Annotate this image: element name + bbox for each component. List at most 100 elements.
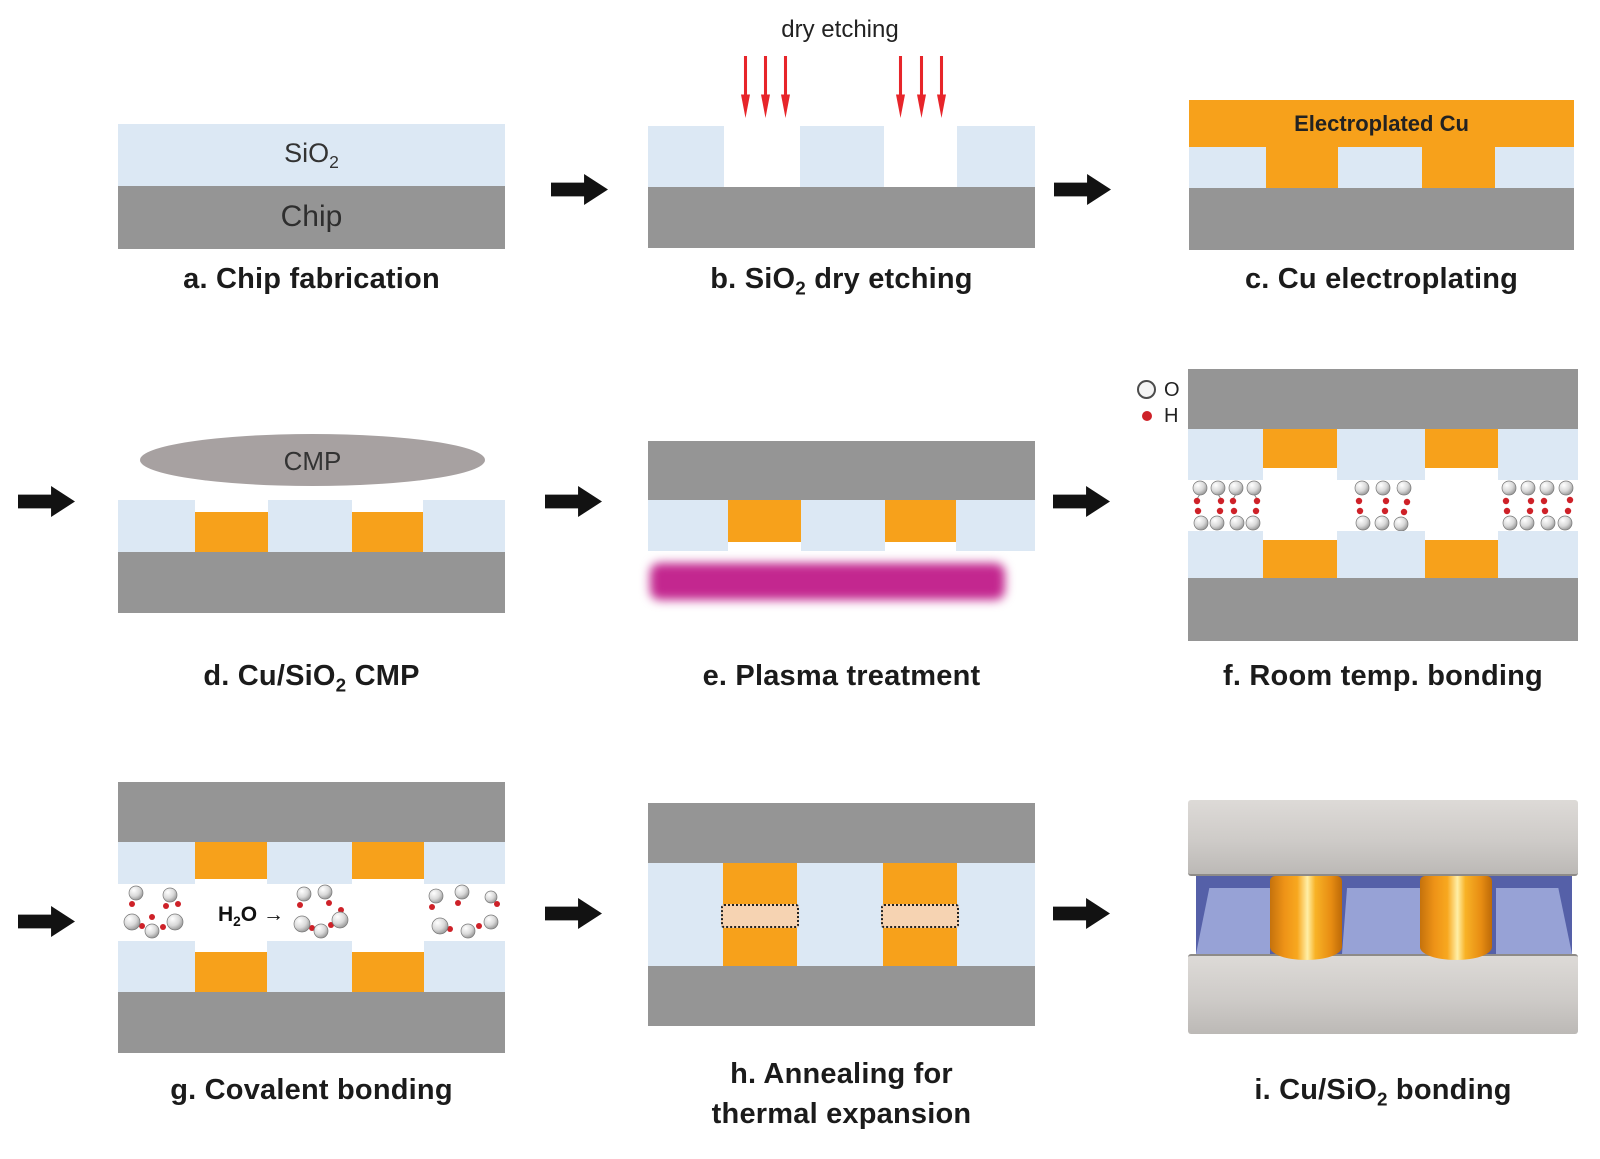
chip-layer [118,552,505,613]
panel-b-caption: b. SiO2 dry etching [710,263,973,299]
flow-arrow-icon [1054,174,1111,205]
bond-interface-box [721,904,799,928]
sio2-block [648,126,724,187]
cu-cylinder-3d [1270,876,1342,960]
sio2-front-face-3d [1342,888,1426,954]
legend-hydrogen-icon [1142,411,1152,421]
cu-pad [352,512,423,552]
etch-arrow-icon [917,56,926,118]
plasma-glow [650,563,1005,600]
sio2-block [1498,429,1578,480]
sio2-block [118,941,195,992]
h2o-arrow-icon: → [262,903,284,926]
panel-d-caption: d. Cu/SiO2 CMP [203,660,420,696]
chip-label: Chip [280,200,343,233]
panel-h-caption-line1: h. Annealing for [730,1058,953,1090]
chip-layer [118,186,505,249]
sio2-block [1188,429,1263,480]
cu-pad [352,952,424,992]
sio2-block [1189,147,1266,188]
sio2-layer [648,500,1035,551]
chip-layer [648,187,1035,248]
cmp-dishing-recess [885,542,956,551]
chip-layer [1188,578,1578,641]
legend-oxygen-label: O [1164,379,1180,401]
bond-interface-box [881,904,959,928]
sio2-block [1495,147,1574,188]
oh-groups-icon [1354,480,1412,532]
etch-arrow-icon [937,56,946,118]
flow-arrow-icon [18,906,75,937]
chip-layer [118,782,505,842]
cmp-dishing-recess [728,542,801,551]
legend-oxygen-icon [1137,380,1156,399]
panel-a-caption: a. Chip fabrication [183,263,440,295]
cu-pad [195,842,267,879]
cmp-label: CMP [283,446,342,476]
flow-arrow-icon [545,486,602,517]
electroplated-cu-label: Electroplated Cu [1294,111,1469,136]
etch-arrow-icon [896,56,905,118]
sio2-block [800,126,884,187]
sio2-block [267,941,352,992]
sio2-block [424,842,505,884]
legend-hydrogen-label: H [1164,405,1179,427]
cmp-pad-ellipse [140,434,485,486]
chip-layer [118,992,505,1053]
panel-g-caption: g. Covalent bonding [170,1074,453,1106]
chip-layer [648,803,1035,863]
cu-pad [195,952,267,992]
panel-e-caption: e. Plasma treatment [702,660,981,692]
flow-arrow-icon [1053,898,1110,929]
cu-pad [1263,429,1337,468]
panel-h-caption-line2: thermal expansion [711,1098,972,1130]
oh-groups-icon [1192,480,1262,531]
flow-arrow-icon [1053,486,1110,517]
cu-pad [728,500,801,542]
sio2-block [1337,429,1425,480]
flow-arrow-icon [18,486,75,517]
sio2-front-face-3d [1496,888,1572,954]
cu-plug [1266,147,1338,188]
substrate-slab-3d [1188,800,1578,876]
etch-arrow-icon [741,56,750,118]
cu-pad [1425,429,1498,468]
oh-groups-icon [1501,480,1574,531]
sio2-block [424,941,505,992]
dry-etching-label: dry etching [781,16,899,43]
panel-i-caption: i. Cu/SiO2 bonding [1254,1074,1512,1110]
cu-cylinder-3d [1420,876,1492,960]
flow-arrow-icon [545,898,602,929]
chip-layer [648,966,1035,1026]
sio2-block [957,126,1035,187]
cmp-dishing-recess [195,500,268,512]
molecule-cluster-icon [293,884,349,939]
sio2-layer [118,124,505,186]
sio2-layer [648,863,1035,966]
etch-arrow-icon [761,56,770,118]
sio2-block [1337,531,1425,578]
panel-c-caption: c. Cu electroplating [1244,263,1519,295]
substrate-slab-3d [1188,954,1578,1034]
cmp-dishing-recess [352,500,423,512]
molecule-cluster-icon [428,884,500,939]
electroplated-cu-layer [1189,100,1574,147]
cu-pad [352,842,424,879]
cu-pad [195,512,268,552]
panel-f-caption: f. Room temp. bonding [1223,660,1543,692]
chip-layer [1188,369,1578,429]
sio2-block [1338,147,1422,188]
sio2-front-face-3d [1196,888,1270,954]
sio2-block [118,842,195,884]
cu-plug [1422,147,1495,188]
cu-pad [885,500,956,542]
sio2-label: SiO2 [284,138,339,173]
etch-arrow-icon [781,56,790,118]
cu-pad [1425,540,1498,578]
sio2-block [1498,531,1578,578]
sio2-block [267,842,352,884]
chip-layer [648,441,1035,500]
sio2-layer [118,500,505,552]
sio2-block [1188,531,1263,578]
flow-arrow-icon [551,174,608,205]
